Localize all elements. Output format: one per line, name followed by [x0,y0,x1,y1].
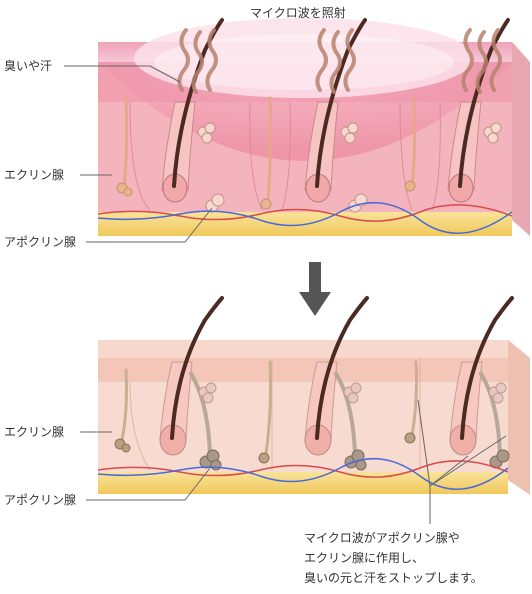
label-odor-sweat: 臭いや汗 [4,59,53,73]
bottom-eccrine-ducts [120,360,418,456]
top-skin-cross-section [97,18,530,236]
label-apocrine-top: アポクリン腺 [4,235,77,249]
top-hair-follicle-3 [447,18,510,203]
caption-line: 臭いの元と汗をストップします。 [304,571,483,585]
odor-sweat-icon [177,28,502,94]
caption-line: マイクロ波がアポクリン腺や [304,531,460,545]
top-eccrine-ducts [122,96,417,202]
label-apocrine-bottom: アポクリン腺 [4,493,77,507]
bottom-hair-follicle-1 [159,296,224,456]
top-hair-follicle-2 [304,18,367,203]
bottom-hair-follicle-2 [304,296,369,456]
bottom-apocrine-glands [188,370,510,471]
bottom-skin-cross-section [97,296,530,495]
down-arrow-icon [299,262,331,316]
caption-line: エクリン腺に作用し、 [304,551,425,565]
label-eccrine-top: エクリン腺 [4,168,65,182]
caption: マイクロ波がアポクリン腺や エクリン腺に作用し、 臭いの元と汗をストップします。 [304,528,530,588]
label-eccrine-bottom: エクリン腺 [4,425,65,439]
title: マイクロ波を照射 [250,6,346,20]
bottom-hair-follicle-3 [449,296,514,456]
